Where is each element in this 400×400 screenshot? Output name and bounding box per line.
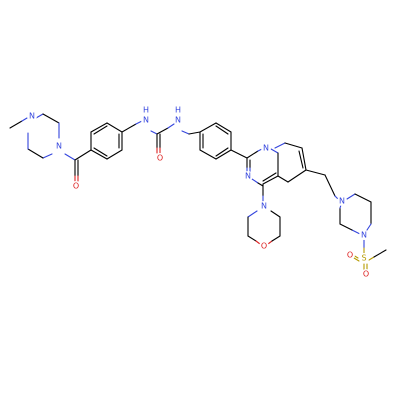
atom-bg-pyrimidine-n-lower xyxy=(243,171,253,181)
atom-bg-morpholine-n xyxy=(259,201,269,211)
atom-benzamide-o: O xyxy=(73,182,79,191)
atom-morpholine-n: N xyxy=(261,202,267,211)
atom-bg-methylpiperazine-n-top xyxy=(27,111,37,121)
atom-bg-sulfonylpiperazine-n-bottom xyxy=(359,230,369,240)
atom-bg-sulfonylpiperazine-n-top xyxy=(337,196,347,206)
atom-methylpiperazine-n-top: N xyxy=(29,112,35,121)
atom-bg-urea-n-right xyxy=(173,115,183,125)
atom-urea-n-left: N xyxy=(143,116,149,125)
atom-urea-o: O xyxy=(157,154,163,163)
atom-pyrimidine-n-upper: N xyxy=(263,144,269,153)
atom-bg-benzamide-o xyxy=(71,181,81,191)
atom-sulfonyl-o-left: O xyxy=(347,251,353,260)
atom-methylpiperazine-n-bottom: N xyxy=(56,142,62,151)
atom-label-layer: N N O H N H N O N N N O N N S O O xyxy=(27,106,371,279)
atom-pyrimidine-n-lower: N xyxy=(245,172,251,181)
atom-bg-morpholine-o xyxy=(259,241,269,251)
atom-bg-urea-o xyxy=(155,153,165,163)
atom-bg-pyrimidine-n-upper xyxy=(261,143,271,153)
atom-urea-n-right: N xyxy=(175,116,181,125)
atom-urea-nh-left-h: H xyxy=(143,106,149,115)
atom-bg-urea-n-left xyxy=(141,115,151,125)
atom-bg-sulfonyl-o-left xyxy=(345,250,355,260)
bond-layer xyxy=(9,113,387,271)
atom-sulfonylpiperazine-n-bottom: N xyxy=(361,231,367,240)
atom-morpholine-o: O xyxy=(261,242,267,251)
atom-sulfonyl-s: S xyxy=(361,254,366,263)
atom-sulfonyl-o-bottom: O xyxy=(363,270,369,279)
atom-bg-methylpiperazine-n-bottom xyxy=(54,141,64,151)
atom-sulfonylpiperazine-n-top: N xyxy=(339,197,345,206)
atom-bg-sulfonyl-s xyxy=(359,253,369,263)
atom-urea-nh-right-h: H xyxy=(175,106,181,115)
atom-bg-sulfonyl-o-bottom xyxy=(361,269,371,279)
